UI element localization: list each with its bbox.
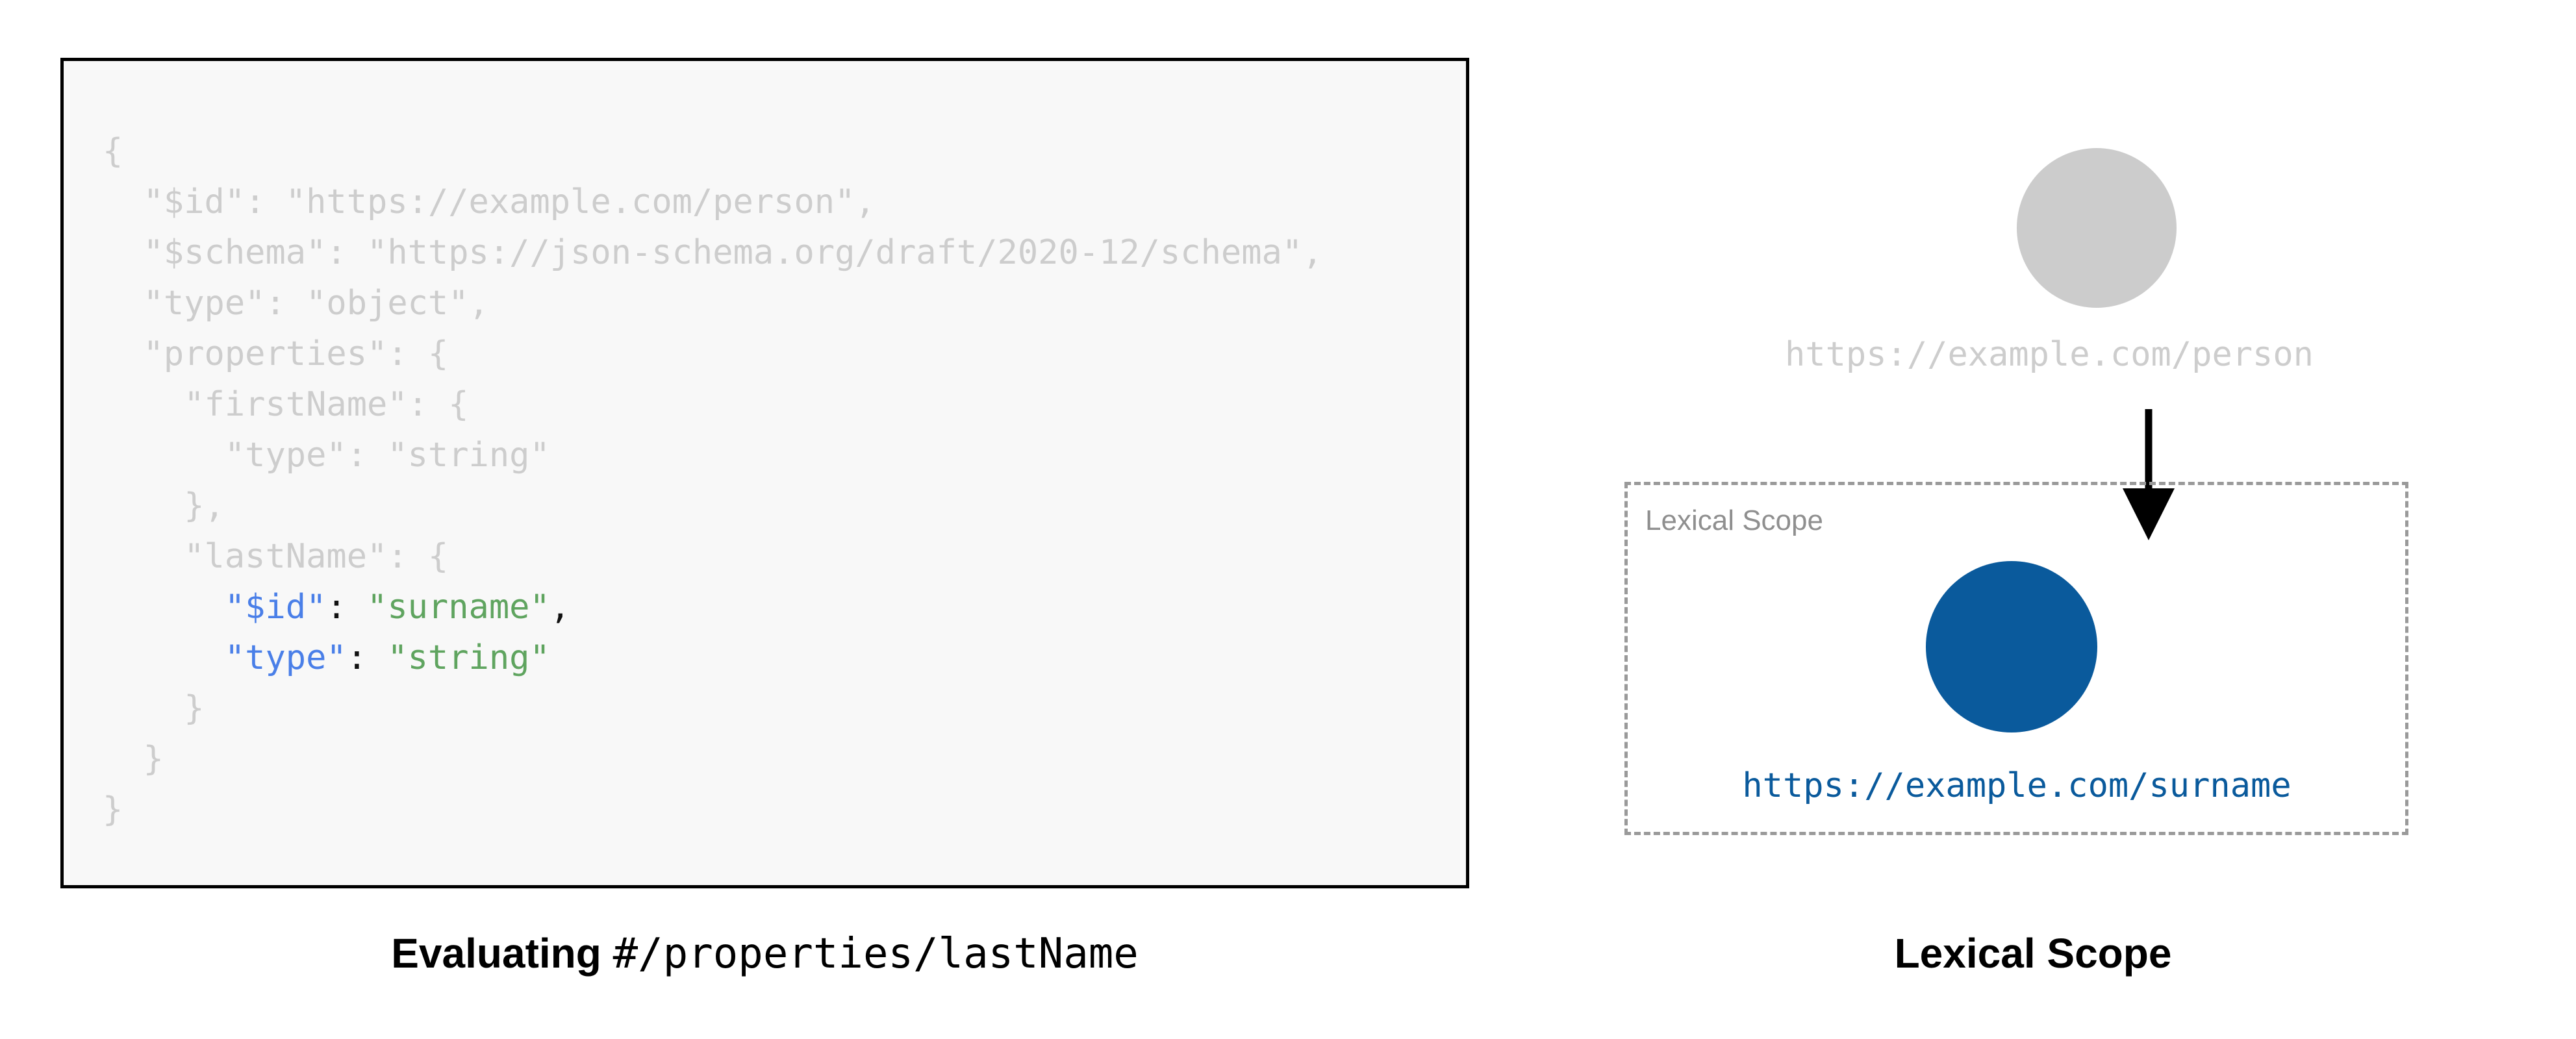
code-panel: { "$id": "https://example.com/person", "… — [60, 58, 1469, 980]
code-token: "object" — [306, 284, 469, 323]
code-token: "https://example.com/person" — [285, 182, 855, 221]
code-token: : — [265, 284, 307, 323]
lexical-scope-box — [1624, 482, 2408, 835]
code-line: "$id": "surname", — [103, 582, 1322, 632]
code-token: "type" — [224, 638, 347, 677]
code-line: "lastName": { — [103, 531, 1322, 582]
code-token: : — [346, 638, 388, 677]
code-token: : — [245, 182, 286, 221]
code-token: : — [407, 385, 449, 424]
code-token: "string" — [387, 638, 550, 677]
code-token: : — [387, 537, 428, 576]
right-panel-caption: Lexical Scope — [1894, 930, 2172, 977]
code-token: , — [549, 588, 571, 627]
code-token: "$id" — [143, 182, 246, 221]
code-line: "type": "string" — [103, 632, 1322, 683]
outer-scope-node-label: https://example.com/person — [1785, 335, 2314, 374]
code-line: "$id": "https://example.com/person", — [103, 177, 1322, 227]
code-token: } — [184, 486, 205, 525]
code-line: } — [103, 734, 1322, 784]
code-token: } — [103, 790, 123, 829]
caption-pointer-path: #/properties/lastName — [612, 930, 1139, 978]
code-token: "surname" — [367, 588, 550, 627]
code-token: "properties" — [143, 334, 388, 373]
code-token: : — [346, 436, 388, 475]
code-token: "lastName" — [184, 537, 388, 576]
code-line: "firstName": { — [103, 379, 1322, 430]
inner-scope-node-circle — [1926, 561, 2097, 732]
code-token: , — [468, 284, 489, 323]
code-token: "type" — [143, 284, 266, 323]
json-schema-code-block: { "$id": "https://example.com/person", "… — [60, 58, 1469, 888]
code-token: "https://json-schema.org/draft/2020-12/s… — [367, 233, 1303, 272]
code-token: , — [855, 182, 876, 221]
code-line: "type": "string" — [103, 430, 1322, 481]
code-line: } — [103, 683, 1322, 734]
code-line: { — [103, 126, 1322, 177]
code-token: "firstName" — [184, 385, 408, 424]
code-line: }, — [103, 481, 1322, 531]
code-token: { — [427, 537, 449, 576]
code-token: "$id" — [224, 588, 327, 627]
code-token: { — [448, 385, 469, 424]
code-line: "type": "object", — [103, 278, 1322, 329]
code-token: , — [1302, 233, 1323, 272]
lexical-scope-box-label: Lexical Scope — [1645, 505, 1823, 536]
inner-scope-node-label: https://example.com/surname — [1742, 766, 2292, 805]
code-line: } — [103, 784, 1322, 835]
code-token: } — [184, 689, 205, 728]
diagram-panel: https://example.com/person Lexical Scope… — [1513, 0, 2576, 1039]
code-token: "$schema" — [143, 233, 327, 272]
outer-scope-node-circle — [2017, 148, 2177, 308]
code-token: { — [427, 334, 449, 373]
code-lines: { "$id": "https://example.com/person", "… — [103, 126, 1322, 835]
code-token: : — [326, 233, 368, 272]
code-token: "type" — [224, 436, 347, 475]
code-token: : — [387, 334, 428, 373]
code-token: } — [143, 740, 164, 779]
code-line: "$schema": "https://json-schema.org/draf… — [103, 227, 1323, 278]
code-line: "properties": { — [103, 329, 1322, 379]
code-token: , — [204, 486, 225, 525]
caption-bold-label: Evaluating — [391, 930, 613, 977]
code-token: "string" — [387, 436, 550, 475]
code-token: : — [326, 588, 368, 627]
code-token: { — [103, 132, 123, 171]
left-panel-caption: Evaluating #/properties/lastName — [60, 927, 1469, 980]
